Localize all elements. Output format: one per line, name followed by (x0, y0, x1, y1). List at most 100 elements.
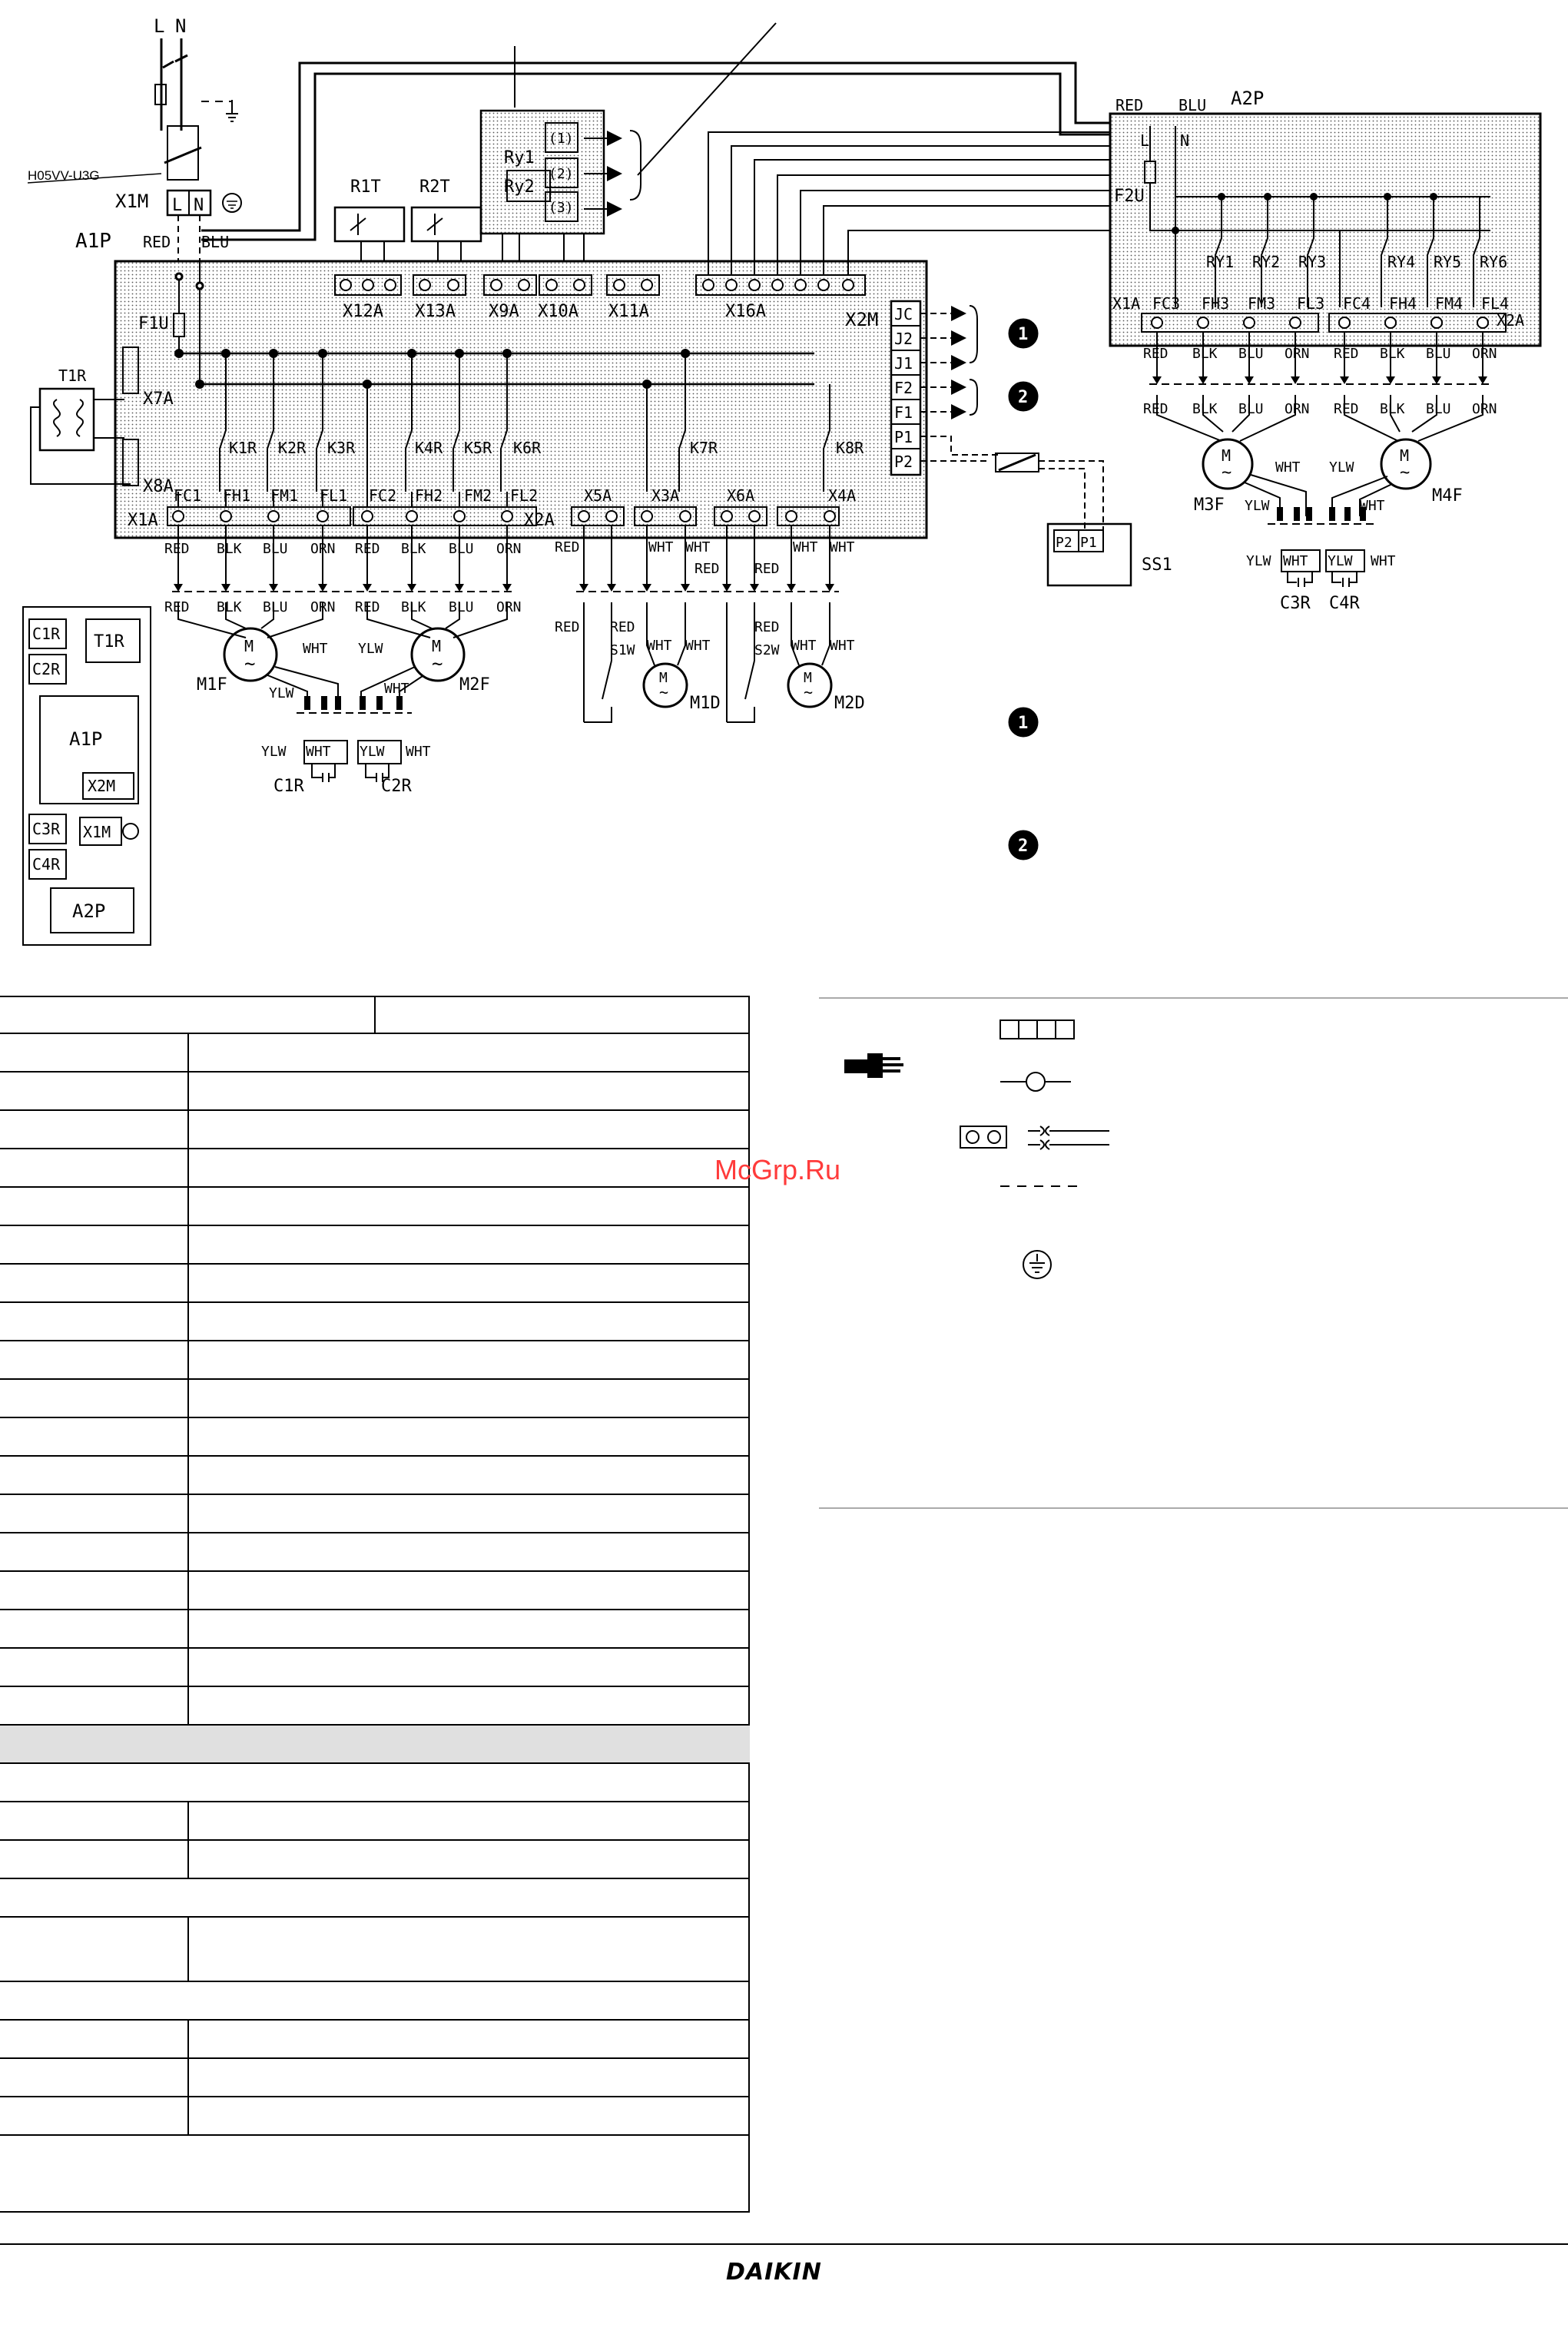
fl2-label: FL2 (510, 486, 538, 505)
k5r-label: K5R (464, 439, 492, 457)
wire-red-1: RED (164, 541, 190, 557)
protective-earth-icon (1023, 1250, 1052, 1279)
fl4-label: FL4 (1481, 294, 1509, 313)
fm1-label: FM1 (270, 486, 298, 505)
x2m-p2: P2 (894, 453, 913, 471)
fh4-label: FH4 (1389, 294, 1417, 313)
layout-c1r: C1R (32, 625, 61, 643)
wire-orn-1: ORN (310, 541, 336, 557)
c3r-ylw: YLW (1246, 553, 1271, 569)
f1u-label: F1U (138, 314, 169, 333)
brand-logo: DAIKIN (726, 2259, 822, 2286)
wire-red-3: RED (164, 599, 190, 615)
a2p-label: A2P (1231, 88, 1264, 109)
table-section-row (0, 1982, 750, 2021)
table-section-row (0, 1764, 750, 1802)
wire-blk-2: BLK (401, 541, 426, 557)
x2m-j1: J1 (894, 354, 913, 373)
c4r-ylw: YLW (1328, 553, 1353, 569)
a2p-wire-blu-3: BLU (1238, 401, 1264, 417)
layout-ground-icon (122, 823, 139, 840)
x16a-label: X16A (725, 302, 766, 321)
c1r-ylw: YLW (261, 744, 287, 760)
c3r-wht: WHT (1283, 553, 1308, 569)
layout-c2r: C2R (32, 660, 61, 678)
x10a-label: X10A (538, 302, 578, 321)
x12a-label: X12A (343, 302, 383, 321)
table-row (0, 1380, 750, 1418)
ry4-a2p: RY4 (1387, 253, 1415, 271)
relay-connector-symbol-icon (960, 1126, 1109, 1150)
x2a-label: X2A (524, 511, 555, 530)
fh2-label: FH2 (415, 486, 443, 505)
m4f-symbol: M (1400, 446, 1409, 465)
x2m-label: X2M (845, 309, 878, 330)
ss1-terminal-p2: P2 (1056, 535, 1072, 551)
wire-blk-1: BLK (217, 541, 242, 557)
marker-1: 1 (1008, 318, 1039, 349)
m1d-symbol: M (659, 670, 668, 686)
ss1-label: SS1 (1142, 555, 1172, 575)
x1a-label: X1A (128, 511, 158, 530)
ry2-a2p: RY2 (1252, 253, 1280, 271)
x6a-red-1: RED (694, 561, 720, 577)
r1t-label: R1T (350, 177, 381, 197)
relay-terminal-3: (3) (549, 200, 574, 216)
svg-text:2: 2 (1018, 388, 1028, 407)
c2r-wht: WHT (406, 744, 431, 760)
m1f-label: M1F (197, 675, 227, 695)
x2m-terminal-block (890, 300, 922, 476)
table-row (0, 1457, 750, 1495)
x2m-f1: F1 (894, 403, 913, 422)
m2d-tilde: ~ (804, 683, 813, 701)
layout-a2p: A2P (72, 900, 105, 922)
table-row (0, 1495, 750, 1533)
t1r-transformer (38, 387, 95, 452)
c1r-label: C1R (273, 777, 304, 796)
c2r-label: C2R (381, 777, 412, 796)
a2p-wire-orn-3: ORN (1285, 401, 1310, 417)
a2p-wire-blk-2: BLK (1380, 346, 1405, 362)
layout-t1r: T1R (94, 632, 124, 651)
x4a-wht-1: WHT (793, 539, 818, 555)
layout-x1m: X1M (83, 823, 111, 841)
wire-blu-4: BLU (449, 599, 474, 615)
m3f-symbol: M (1222, 446, 1231, 465)
x6a-red-2: RED (754, 561, 780, 577)
a2p-l: L (1140, 131, 1149, 150)
s2w-label: S2W (754, 642, 780, 658)
m2f-symbol: M (432, 637, 441, 655)
m3f-ylw: YLW (1245, 498, 1270, 514)
a2p-wire-blu-4: BLU (1426, 401, 1451, 417)
x1m-terminal-N: N (194, 196, 204, 215)
ry1-a2p: RY1 (1206, 253, 1234, 271)
x8a-label: X8A (143, 477, 174, 496)
x11a-label: X11A (608, 302, 649, 321)
table-row (0, 1149, 750, 1188)
fl3-label: FL3 (1297, 294, 1324, 313)
x3a-label: X3A (651, 486, 679, 505)
wire-blu-2: BLU (449, 541, 474, 557)
m1d-wht-1: WHT (647, 638, 672, 654)
table-row (0, 1303, 750, 1341)
x6a-label: X6A (727, 486, 754, 505)
a2p-red-label: RED (1116, 96, 1143, 114)
r2t-label: R2T (419, 177, 450, 197)
ry1-label: Ry1 (504, 148, 535, 167)
k1r-label: K1R (229, 439, 257, 457)
fl1-label: FL1 (320, 486, 347, 505)
x2m-p1: P1 (894, 428, 913, 446)
fh1-label: FH1 (223, 486, 250, 505)
s1w-red-b: RED (610, 619, 635, 635)
table-header-row (0, 996, 750, 1034)
table-row (0, 1073, 750, 1111)
x9a-label: X9A (489, 302, 519, 321)
table-row (0, 1841, 750, 1879)
m2d-wht-1: WHT (791, 638, 817, 654)
a1p-label: A1P (75, 230, 111, 253)
a2p-wire-orn-4: ORN (1472, 401, 1497, 417)
a1p-red-label: RED (143, 233, 171, 251)
layout-a1p: A1P (69, 728, 102, 750)
m1d-wht-2: WHT (685, 638, 711, 654)
m2f-motor (410, 627, 466, 682)
